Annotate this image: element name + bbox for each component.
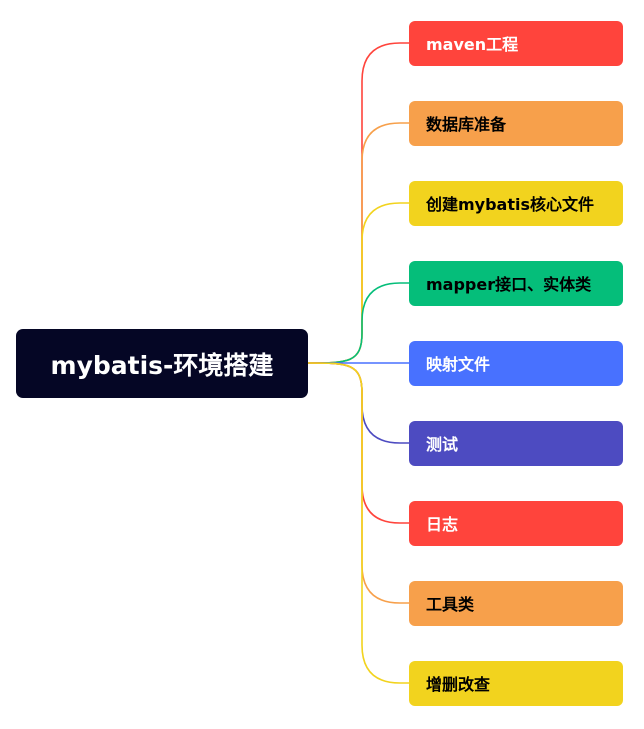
branch-node-9[interactable]: 增删改查 xyxy=(409,660,623,706)
branch-node-1[interactable]: maven工程 xyxy=(409,20,623,66)
branch-node-5[interactable]: 映射文件 xyxy=(409,340,623,386)
branch-node-6[interactable]: 测试 xyxy=(409,420,623,466)
connector-line-2 xyxy=(307,122,410,364)
branch-node-3[interactable]: 创建mybatis核心文件 xyxy=(409,180,623,226)
connector-lines xyxy=(307,42,410,684)
branch-node-2[interactable]: 数据库准备 xyxy=(409,100,623,146)
connector-line-4 xyxy=(307,282,410,364)
branch-node-8[interactable]: 工具类 xyxy=(409,580,623,626)
root-topic-node[interactable]: mybatis-环境搭建 xyxy=(16,329,308,398)
connector-line-8 xyxy=(307,362,410,604)
connector-line-9 xyxy=(307,362,410,684)
branch-node-4[interactable]: mapper接口、实体类 xyxy=(409,260,623,306)
branch-node-7[interactable]: 日志 xyxy=(409,500,623,546)
